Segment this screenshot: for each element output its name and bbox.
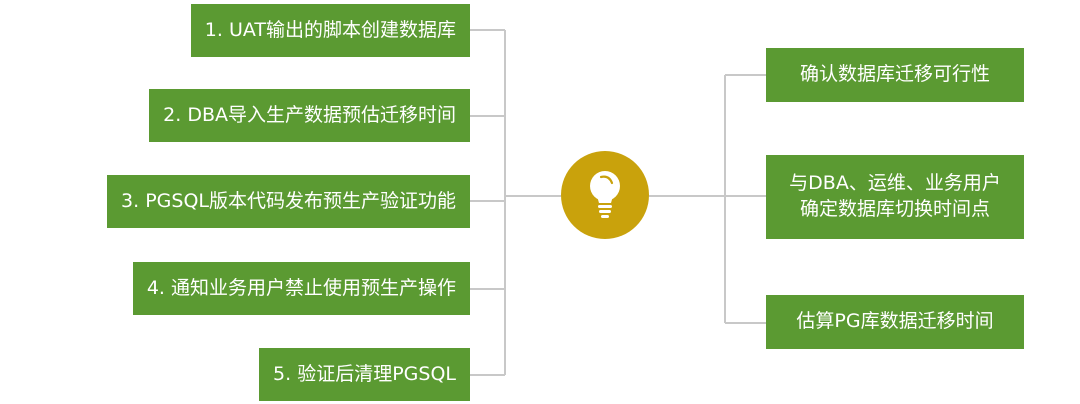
step-label-1: 1. UAT输出的脚本创建数据库 <box>204 18 456 41</box>
step-label-3: 3. PGSQL版本代码发布预生产验证功能 <box>121 189 456 212</box>
step-label-2: 2. DBA导入生产数据预估迁移时间 <box>163 103 456 126</box>
goal-label-2-line2: 确定数据库切换时间点 <box>799 198 990 220</box>
step-box-2: 2. DBA导入生产数据预估迁移时间 <box>149 89 470 142</box>
goal-label-2-line1: 与DBA、运维、业务用户 <box>789 172 1001 195</box>
goal-label-1: 确认数据库迁移可行性 <box>799 63 990 86</box>
goal-box-1: 确认数据库迁移可行性 <box>766 48 1024 102</box>
goal-label-3: 估算PG库数据迁移时间 <box>796 310 994 333</box>
lightbulb-icon <box>561 151 649 239</box>
step-box-4: 4. 通知业务用户禁止使用预生产操作 <box>132 262 470 315</box>
lightbulb-badge <box>561 151 649 239</box>
step-label-5: 5. 验证后清理PGSQL <box>273 362 456 385</box>
step-box-3: 3. PGSQL版本代码发布预生产验证功能 <box>107 175 470 228</box>
goal-box-2: 与DBA、运维、业务用户 确定数据库切换时间点 <box>766 155 1024 239</box>
step-box-5: 5. 验证后清理PGSQL <box>259 348 470 401</box>
goal-box-3: 估算PG库数据迁移时间 <box>766 295 1024 349</box>
step-label-4: 4. 通知业务用户禁止使用预生产操作 <box>146 276 456 299</box>
step-box-1: 1. UAT输出的脚本创建数据库 <box>190 4 470 57</box>
